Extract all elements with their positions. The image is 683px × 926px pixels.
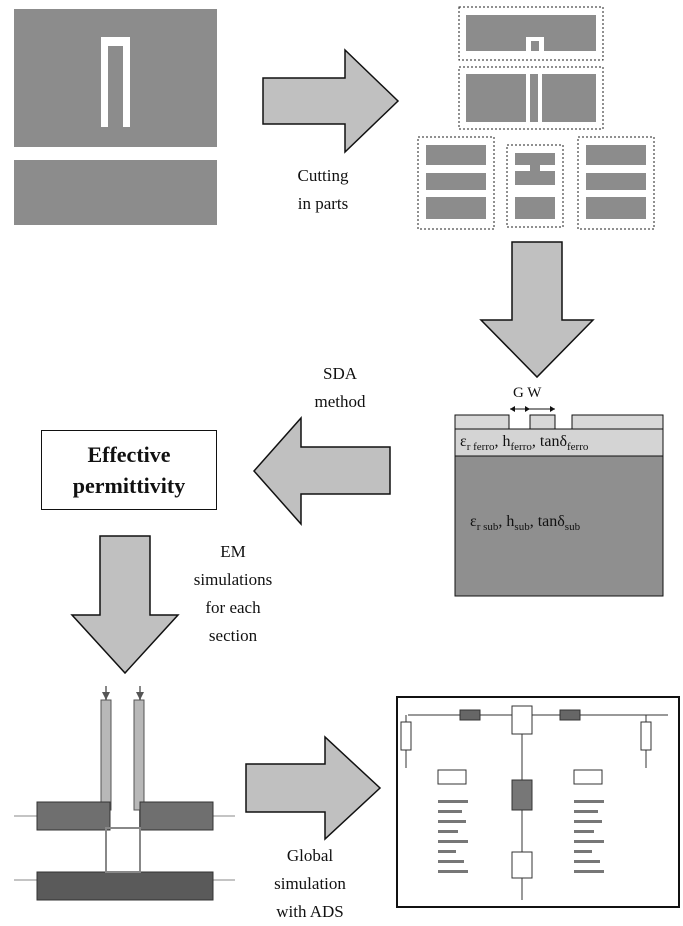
gw-label: G W: [513, 385, 542, 401]
sub-eps: ε: [470, 513, 477, 530]
label-em-line1: EM: [220, 542, 246, 561]
arrow-cutting: [262, 48, 400, 154]
layer-stack: [454, 406, 664, 597]
arrow-left-sda: [252, 416, 391, 526]
label-em: EM simulations for each section: [178, 538, 288, 650]
effective-permittivity-box: Effective permittivity: [41, 430, 217, 510]
sub-h-sub: sub: [514, 521, 530, 534]
ferro-layer-params: εr ferro, hferro, tanδferro: [460, 433, 589, 454]
sub-tan-sub: sub: [564, 521, 581, 534]
label-global: Global simulation with ADS: [250, 842, 370, 926]
ferro-h-sub: ferro: [510, 441, 532, 454]
ferro-eps-sub: r ferro: [466, 441, 495, 454]
em-sections: [14, 686, 235, 901]
ferro-tan-sub: ferro: [566, 441, 589, 454]
substrate-params: εr sub, hsub, tanδsub: [470, 513, 581, 534]
label-global-line1: Global: [286, 846, 334, 865]
ferro-h: h: [502, 433, 511, 450]
cut-parts: [417, 6, 655, 230]
label-em-line3: for each: [205, 598, 261, 617]
label-cutting-line1: Cutting: [297, 166, 349, 185]
ads-schematic: [396, 696, 680, 908]
ferro-eps: ε: [460, 433, 467, 450]
label-cutting-line2: in parts: [297, 194, 349, 213]
arrow-down-left: [70, 535, 180, 675]
effective-line1: Effective: [87, 442, 171, 467]
arrow-global: [245, 735, 382, 841]
effective-line2: permittivity: [72, 473, 186, 498]
label-sda-line2: method: [314, 392, 366, 411]
ferro-tan: tanδ: [539, 433, 567, 450]
label-em-line4: section: [208, 626, 258, 645]
label-sda: SDA method: [290, 360, 390, 416]
sub-eps-sub: r sub: [476, 521, 499, 534]
label-em-line2: simulations: [193, 570, 273, 589]
sub-tan: tanδ: [537, 513, 565, 530]
label-cutting: Cutting in parts: [268, 162, 378, 218]
arrow-down-right: [479, 241, 595, 379]
cpw-structure: [14, 9, 217, 225]
label-global-line3: with ADS: [276, 902, 344, 921]
label-global-line2: simulation: [274, 874, 346, 893]
sub-h: h: [506, 513, 515, 530]
label-sda-line1: SDA: [322, 364, 357, 383]
